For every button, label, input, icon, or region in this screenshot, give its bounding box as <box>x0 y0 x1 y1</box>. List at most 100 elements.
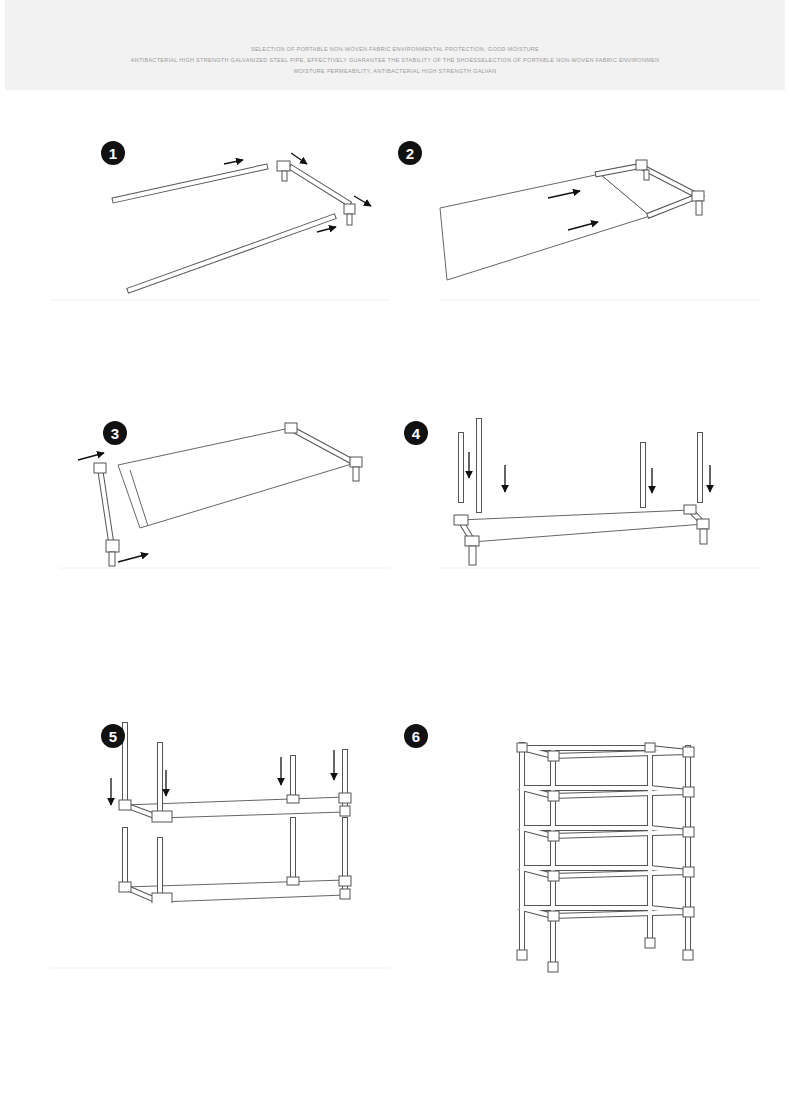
step-number-text: 6 <box>412 729 420 744</box>
separator-line <box>50 968 390 969</box>
corner-connector <box>548 791 559 801</box>
corner-connector <box>350 457 362 467</box>
connector-foot <box>548 962 558 972</box>
connector-foot <box>645 938 655 948</box>
header-text: SELECTION OF PORTABLE NON-WOVEN FABRIC E… <box>5 44 785 55</box>
steel-tube-outline <box>125 725 345 902</box>
connector-foot <box>696 201 702 215</box>
direction-arrow <box>548 191 580 198</box>
step-number: 2 <box>398 141 422 165</box>
direction-arrow <box>280 757 281 785</box>
direction-arrow <box>78 453 104 460</box>
direction-arrow <box>110 778 111 805</box>
corner-connector <box>340 889 350 899</box>
corner-connector <box>287 877 299 885</box>
corner-connector <box>465 536 479 546</box>
direction-arrow <box>291 153 307 164</box>
corner-connector <box>119 800 131 810</box>
connector-group <box>119 793 351 903</box>
fabric-panels <box>118 166 704 916</box>
steel-tube-outline <box>598 166 698 215</box>
corner-connector <box>152 893 172 903</box>
corner-connector <box>692 191 704 201</box>
steel-tube-outline <box>100 428 355 548</box>
step-number-text: 3 <box>111 426 119 441</box>
direction-arrow <box>504 465 505 492</box>
steel-tube <box>460 421 704 540</box>
connector-foot <box>683 950 693 960</box>
corner-connector <box>94 463 106 473</box>
plastic-connectors <box>94 160 709 972</box>
corner-connector <box>287 795 299 803</box>
corner-connector <box>683 907 694 917</box>
corner-connector <box>548 911 559 921</box>
separator-lines <box>50 300 760 968</box>
steel-tube-outline <box>115 167 348 290</box>
header-text: ANTIBACTERIAL HIGH STRENGTH GALVANIZED S… <box>5 55 785 66</box>
direction-arrow <box>118 554 148 562</box>
corner-connector <box>683 867 694 877</box>
separator-line <box>440 300 760 301</box>
direction-arrow <box>333 750 334 780</box>
header-text: MOISTURE PERMEABILITY, ANTIBACTERIAL HIG… <box>5 66 785 77</box>
direction-arrows <box>78 153 710 805</box>
corner-connector <box>645 743 655 752</box>
direction-arrow <box>165 770 166 796</box>
corner-connector <box>517 743 527 752</box>
steel-tube <box>522 745 688 968</box>
direction-arrow <box>651 468 652 493</box>
connector-foot <box>353 467 359 481</box>
steel-tubes <box>100 166 704 968</box>
direction-arrow <box>317 227 336 232</box>
direction-arrow <box>354 196 371 206</box>
corner-connector <box>340 806 350 816</box>
step-number: 5 <box>101 724 125 748</box>
direction-arrow <box>709 465 710 492</box>
step-number-text: 1 <box>109 146 117 161</box>
corner-connector <box>339 876 351 886</box>
connector-foot <box>644 170 649 180</box>
step-number-text: 5 <box>109 729 117 744</box>
step-number: 1 <box>101 141 125 165</box>
corner-connector <box>548 751 559 761</box>
corner-connector <box>683 827 694 837</box>
steel-tube <box>125 725 345 902</box>
step-number: 3 <box>103 421 127 445</box>
corner-connector <box>152 811 172 822</box>
connector-foot <box>517 950 527 960</box>
steel-tube-outline <box>460 421 704 540</box>
corner-connector <box>344 204 355 214</box>
direction-arrow <box>468 452 469 478</box>
step-number: 6 <box>404 724 428 748</box>
corner-connector <box>454 515 468 525</box>
separator-line <box>440 568 760 569</box>
corner-connector <box>636 160 647 170</box>
connector-foot <box>347 214 352 225</box>
connector-foot <box>700 529 707 544</box>
separator-line <box>60 568 390 569</box>
step-number: 4 <box>404 421 428 445</box>
corner-connector <box>285 423 297 433</box>
corner-connector <box>548 871 559 881</box>
corner-connector <box>683 787 694 797</box>
fabric-panel <box>460 510 704 542</box>
connector-foot <box>282 171 287 181</box>
corner-connector <box>277 161 290 171</box>
corner-connector <box>339 793 351 803</box>
header-band: SELECTION OF PORTABLE NON-WOVEN FABRIC E… <box>5 0 785 90</box>
steel-tube <box>598 166 698 215</box>
step-number-text: 2 <box>406 146 414 161</box>
corner-connector <box>119 882 131 892</box>
connector-foot <box>109 552 115 566</box>
steel-tube-outline <box>522 745 688 968</box>
separator-line <box>50 300 390 301</box>
corner-connector <box>684 505 696 514</box>
direction-arrow <box>224 160 243 164</box>
corner-connector <box>683 747 694 757</box>
steel-tube-group <box>125 725 345 902</box>
corner-connector <box>697 519 709 529</box>
steel-tube <box>115 167 348 290</box>
